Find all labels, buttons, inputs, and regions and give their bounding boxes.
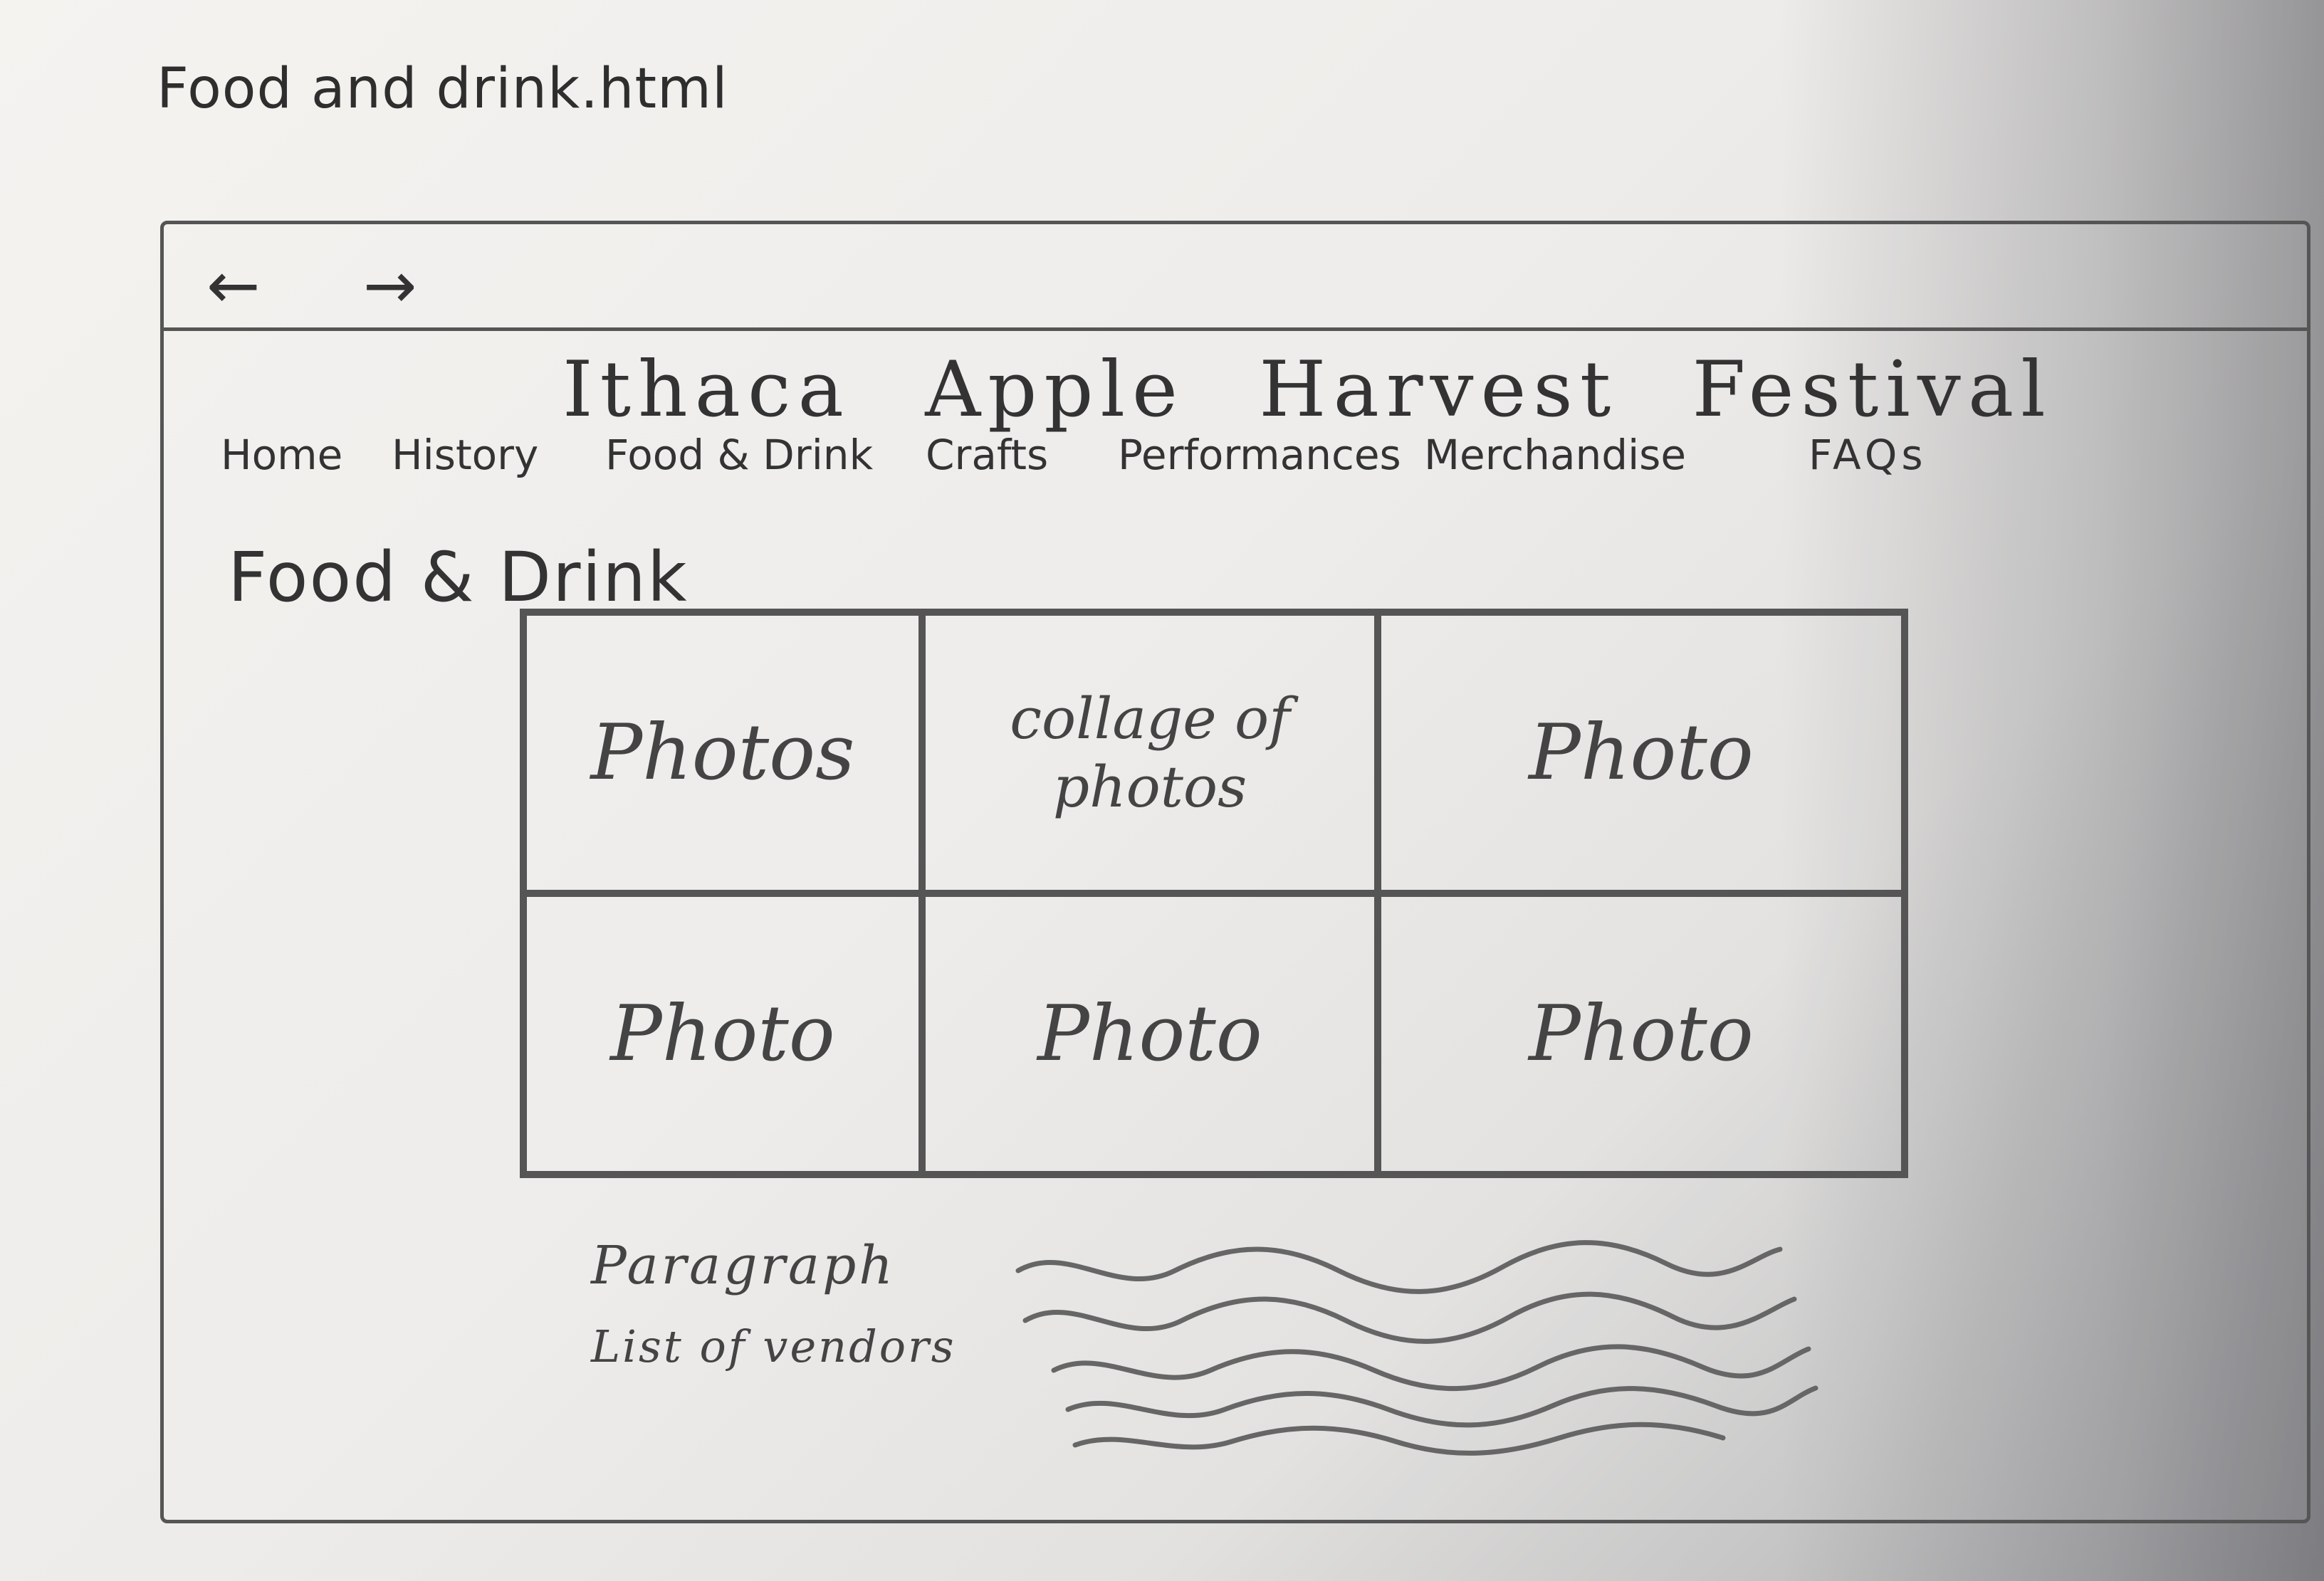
collage-photo: Photo: [1378, 893, 1905, 1175]
nav-item-food-drink[interactable]: Food & Drink: [605, 431, 874, 479]
browser-toolbar: ← →: [164, 224, 2307, 331]
paragraph-label: Paragraph: [591, 1235, 896, 1296]
squiggle-line: [1072, 1422, 1726, 1456]
browser-window: ← → Ithaca Apple Harvest Festival Home H…: [160, 221, 2310, 1523]
nav-item-crafts[interactable]: Crafts: [926, 431, 1049, 479]
collage-photo: Photo: [922, 893, 1378, 1175]
squiggle-line: [1022, 1291, 1797, 1344]
nav-item-performances[interactable]: Performances: [1118, 431, 1401, 479]
squiggle-line: [1015, 1240, 1783, 1294]
nav-item-history[interactable]: History: [392, 431, 539, 479]
site-title: Ithaca Apple Harvest Festival: [562, 345, 2053, 434]
placeholder-text-squiggles: [1015, 1240, 1818, 1456]
collage-photo: Photo: [1378, 612, 1905, 893]
main-nav: Home History Food & Drink Crafts Perform…: [221, 431, 1951, 479]
photo-collage: Photos collage of photos Photo Photo Pho…: [520, 609, 1908, 1178]
nav-item-merchandise[interactable]: Merchandise: [1424, 431, 1687, 479]
vendors-list-label: List of vendors: [591, 1320, 956, 1372]
squiggle-line: [1065, 1385, 1818, 1428]
file-title: Food and drink.html: [157, 57, 728, 121]
nav-item-home[interactable]: Home: [221, 431, 343, 479]
nav-item-faqs[interactable]: FAQs: [1809, 431, 1927, 479]
page-heading: Food & Drink: [228, 537, 689, 617]
collage-photo: collage of photos: [922, 612, 1378, 893]
back-arrow-icon[interactable]: ←: [206, 248, 261, 323]
collage-photo: Photo: [523, 893, 922, 1175]
squiggle-line: [1051, 1344, 1811, 1392]
forward-arrow-icon[interactable]: →: [363, 248, 417, 323]
collage-photo: Photos: [523, 612, 922, 893]
